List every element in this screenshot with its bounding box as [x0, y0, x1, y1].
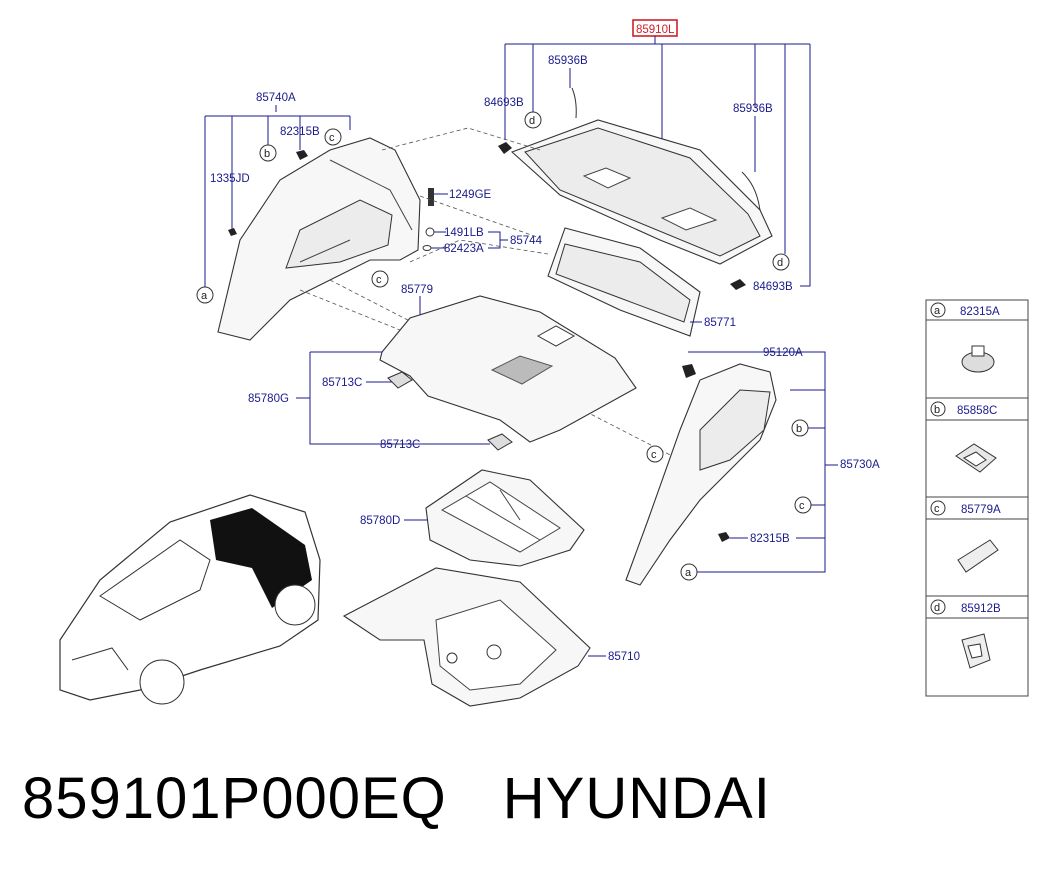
part-label-85710[interactable]: 85710: [608, 651, 640, 663]
floor-grip-pad: [490, 355, 554, 385]
callout-a-left: a: [196, 286, 214, 304]
part-label-82315B-right[interactable]: 82315B: [750, 533, 790, 545]
shelf-cutout-2: [660, 207, 718, 231]
svg-text:a: a: [934, 305, 941, 317]
leader-85780G: [296, 351, 490, 445]
callout-b-left: b: [259, 144, 277, 162]
legend-part-85858C[interactable]: 85858C: [957, 405, 997, 417]
clip-84693B-left: [498, 142, 512, 154]
right-trim-pocket: [699, 389, 771, 471]
part-label-85740A[interactable]: 85740A: [256, 92, 296, 104]
pad-85713C-bottom: [487, 433, 513, 451]
part-label-1249GE[interactable]: 1249GE: [449, 189, 492, 201]
washer-82423A: [422, 245, 432, 251]
legend-part-85779A[interactable]: 85779A: [961, 504, 1001, 516]
bracket-icon: [961, 633, 991, 669]
svg-text:c: c: [376, 274, 382, 286]
sill-trim-face: [555, 243, 691, 323]
svg-text:b: b: [796, 423, 802, 435]
legend-key-c: c: [930, 500, 946, 516]
svg-text:d: d: [934, 602, 940, 614]
callout-d-right: d: [772, 253, 790, 271]
part-label-85771[interactable]: 85771: [704, 317, 736, 329]
clip-84693B-right: [730, 279, 746, 290]
part-label-85936B-top[interactable]: 85936B: [548, 55, 588, 67]
part-label-85936B-right[interactable]: 85936B: [733, 103, 773, 115]
part-label-82315B-left[interactable]: 82315B: [280, 126, 320, 138]
floor-handle: [536, 325, 576, 347]
clip-1335JD: [228, 228, 237, 236]
part-label-85713C-top[interactable]: 85713C: [322, 377, 362, 389]
part-label-85779[interactable]: 85779: [401, 284, 433, 296]
part-label-82423A[interactable]: 82423A: [444, 243, 484, 255]
callout-d-left: d: [524, 111, 542, 129]
legend-part-82315A[interactable]: 82315A: [960, 306, 1000, 318]
callout-c-left-mid: c: [371, 270, 389, 288]
fastener-icon: [955, 443, 997, 473]
svg-text:b: b: [934, 404, 940, 416]
legend-key-a: a: [930, 302, 946, 318]
part-label-1335JD[interactable]: 1335JD: [210, 173, 250, 185]
callout-c-left-top: c: [324, 128, 342, 146]
part-label-85910L[interactable]: 85910L: [636, 24, 675, 36]
callout-a-right: a: [680, 563, 698, 581]
shelf-cutout-1: [582, 167, 632, 189]
clip-82315B-left: [296, 150, 308, 160]
cover-icon: [957, 539, 999, 573]
svg-text:a: a: [201, 290, 208, 302]
callout-c-right-upper: c: [646, 445, 664, 463]
footer-part-number: 859101P000EQ: [22, 766, 447, 831]
bolt-1249GE: [428, 188, 434, 206]
footer-brand: HYUNDAI: [502, 766, 771, 831]
svg-text:c: c: [329, 132, 335, 144]
clip-82315B-right: [718, 532, 730, 542]
part-label-85713C-bottom[interactable]: 85713C: [380, 439, 420, 451]
bolt-95120A: [682, 364, 696, 378]
leader-85730A: [688, 351, 838, 573]
svg-text:d: d: [777, 257, 783, 269]
leader-85910L: [504, 36, 811, 287]
part-label-84693B-left[interactable]: 84693B: [484, 97, 524, 109]
left-trim-pocket: [285, 199, 393, 269]
svg-text:c: c: [934, 503, 940, 515]
part-label-85744[interactable]: 85744: [510, 235, 543, 247]
part-label-84693B-right[interactable]: 84693B: [753, 281, 793, 293]
screw-1491LB: [425, 227, 435, 237]
string-right: [741, 171, 761, 211]
callout-b-right: b: [791, 419, 809, 437]
footer-caption: 859101P000EQ HYUNDAI: [22, 765, 771, 832]
part-label-85730A[interactable]: 85730A: [840, 459, 880, 471]
pad-85713C-top: [387, 371, 413, 389]
legend-key-b: b: [930, 401, 946, 417]
vehicle-thumbnail: [59, 494, 321, 705]
part-label-1491LB[interactable]: 1491LB: [444, 227, 484, 239]
part-label-85780G[interactable]: 85780G: [248, 393, 289, 405]
leader-hardware: [430, 193, 508, 249]
leader-85740A: [204, 105, 351, 288]
clip-icon: [961, 345, 995, 373]
string-left: [571, 87, 577, 119]
legend-part-85912B[interactable]: 85912B: [961, 603, 1001, 615]
callout-c-right-lower: c: [794, 496, 812, 514]
legend-key-d: d: [930, 599, 946, 615]
svg-text:c: c: [799, 500, 805, 512]
part-label-85780D[interactable]: 85780D: [360, 515, 400, 527]
part-label-95120A[interactable]: 95120A: [763, 347, 803, 359]
svg-text:b: b: [264, 148, 270, 160]
svg-text:c: c: [651, 449, 657, 461]
svg-text:a: a: [685, 567, 692, 579]
svg-text:d: d: [529, 115, 535, 127]
highlighted-area: [210, 508, 312, 608]
